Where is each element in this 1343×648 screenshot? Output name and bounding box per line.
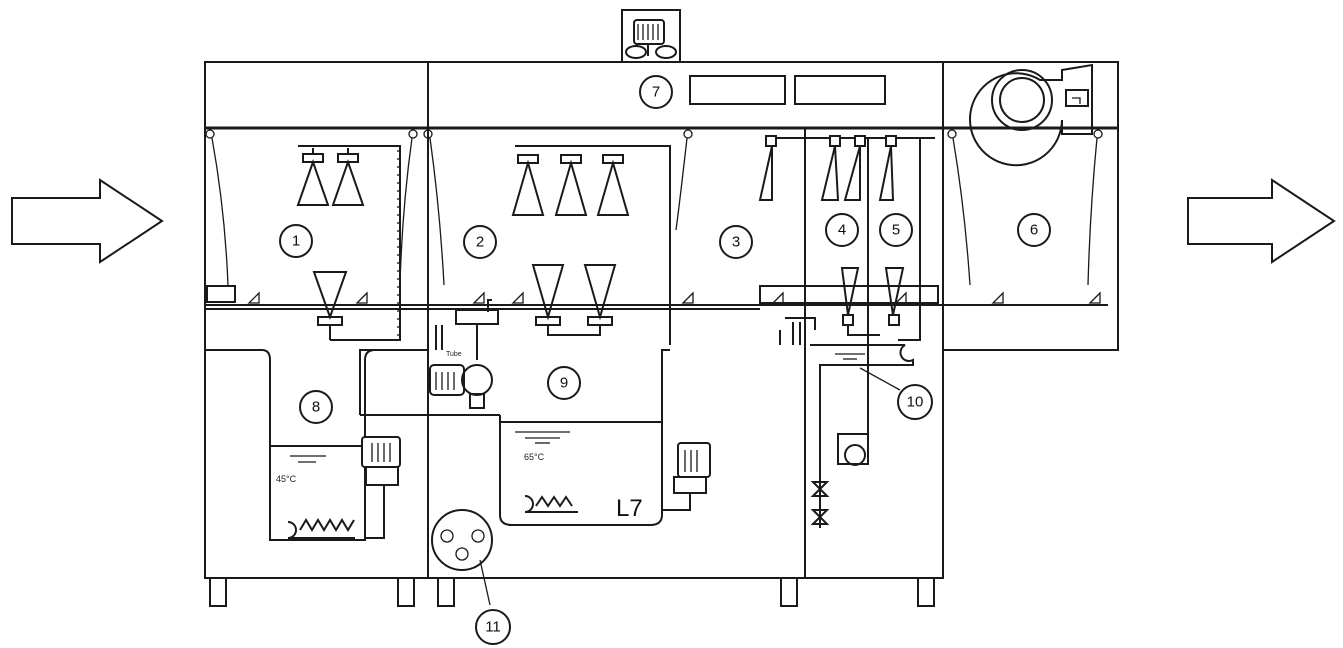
callout-10: 10 bbox=[897, 384, 933, 420]
machine-body bbox=[204, 128, 944, 579]
zone1-spray bbox=[296, 145, 401, 341]
svg-text:1: 1 bbox=[292, 233, 300, 250]
pump-tag: Tube bbox=[446, 351, 462, 358]
callout-4: 4 bbox=[825, 213, 859, 247]
svg-text:4: 4 bbox=[838, 222, 846, 239]
svg-text:2: 2 bbox=[476, 234, 484, 251]
tank-8: 45°C bbox=[205, 349, 428, 541]
dryer-fan bbox=[969, 63, 1093, 167]
outlet-arrow bbox=[1187, 178, 1336, 264]
curtains bbox=[205, 129, 1103, 286]
svg-text:10: 10 bbox=[907, 394, 924, 411]
callout-3: 3 bbox=[719, 225, 753, 259]
filter-basket bbox=[431, 509, 493, 606]
zone3-4-5-rinse bbox=[758, 135, 935, 440]
tank-mid-temperature: 65°C bbox=[524, 452, 545, 462]
control-display-right bbox=[794, 75, 886, 105]
svg-text:6: 6 bbox=[1030, 222, 1038, 239]
callout-8: 8 bbox=[299, 390, 333, 424]
svg-text:5: 5 bbox=[892, 222, 900, 239]
svg-text:11: 11 bbox=[485, 619, 501, 636]
control-display-left bbox=[689, 75, 786, 105]
conveyor-supports bbox=[247, 291, 1101, 304]
tank-9: 65°C L7 bbox=[359, 349, 711, 526]
final-rinse-tank bbox=[779, 317, 914, 528]
zone2-spray bbox=[511, 145, 671, 345]
top-hood bbox=[204, 61, 1119, 129]
tank-mid-code: L7 bbox=[616, 495, 643, 522]
top-blower-unit bbox=[621, 9, 681, 63]
svg-text:3: 3 bbox=[732, 234, 740, 251]
callout-11: 11 bbox=[475, 609, 511, 645]
machine-legs bbox=[209, 577, 935, 607]
inlet-arrow bbox=[11, 178, 164, 264]
wash-pump: Tube bbox=[429, 299, 499, 409]
callout-9: 9 bbox=[547, 366, 581, 400]
callout-1: 1 bbox=[279, 224, 313, 258]
tank-left-temperature: 45°C bbox=[276, 474, 297, 484]
svg-text:8: 8 bbox=[312, 399, 320, 416]
svg-text:7: 7 bbox=[652, 84, 660, 101]
callout-2: 2 bbox=[463, 225, 497, 259]
callout-7: 7 bbox=[639, 75, 673, 109]
callout-5: 5 bbox=[879, 213, 913, 247]
svg-text:9: 9 bbox=[560, 375, 568, 392]
callout-6: 6 bbox=[1017, 213, 1051, 247]
